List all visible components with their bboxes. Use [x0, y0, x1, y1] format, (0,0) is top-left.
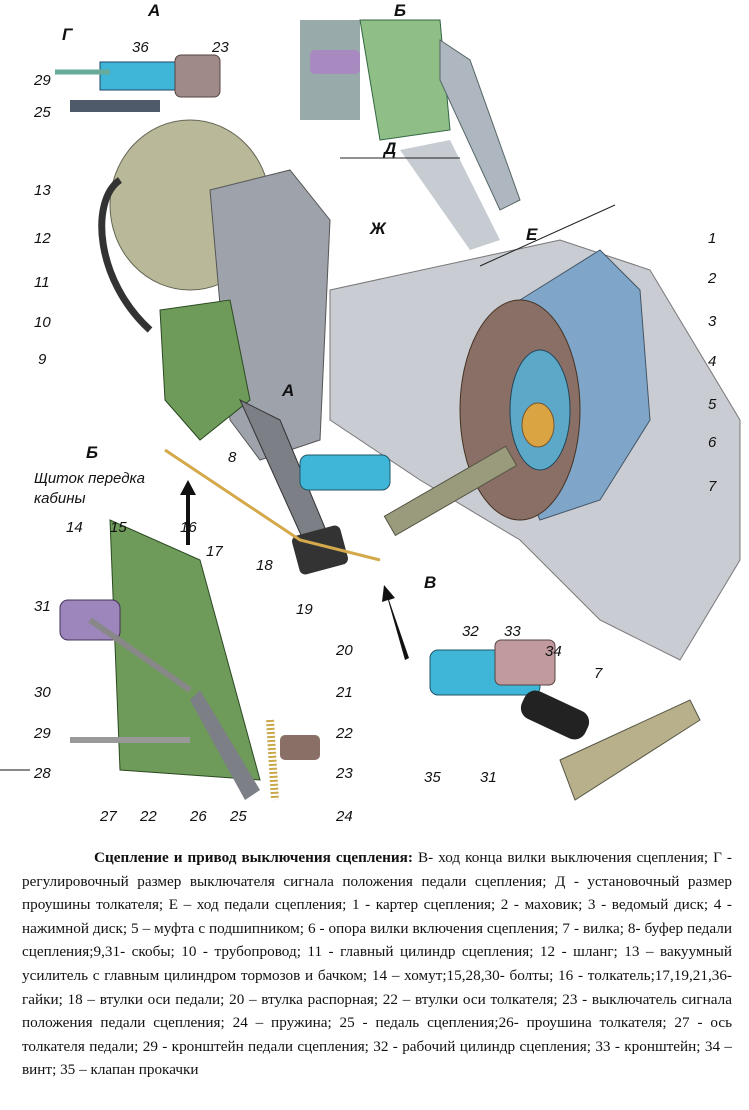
- label-1: 1: [708, 230, 716, 247]
- arrow-b: [180, 480, 196, 545]
- label-12: 12: [34, 230, 51, 247]
- label-2: 2: [707, 270, 717, 287]
- caption-body: В- ход конца вилки выключения сцепления;…: [22, 849, 732, 1079]
- label-25b: 25: [229, 808, 247, 825]
- label-23: 23: [211, 39, 229, 56]
- label-18: 18: [256, 557, 273, 574]
- label-24: 24: [335, 808, 353, 825]
- label-v: В: [424, 573, 436, 592]
- caption-title: Сцепление и привод выключения сцепления:: [94, 849, 413, 866]
- label-23b: 23: [335, 765, 353, 782]
- label-b-arrow: Б: [86, 443, 98, 462]
- label-11: 11: [34, 274, 50, 291]
- label-a-arrow: А: [281, 381, 294, 400]
- label-34: 34: [545, 643, 562, 660]
- inset-b: [300, 19, 616, 267]
- label-e: Е: [526, 225, 538, 244]
- inset-a: [55, 54, 221, 112]
- slave-cylinder: [299, 454, 391, 491]
- label-panel-1: Щиток передка: [34, 470, 145, 487]
- label-31b: 31: [480, 769, 497, 786]
- label-29: 29: [33, 72, 51, 89]
- label-26: 26: [189, 808, 207, 825]
- hose: [98, 177, 153, 333]
- label-22: 22: [335, 725, 353, 742]
- label-8: 8: [228, 449, 237, 466]
- label-31: 31: [34, 598, 51, 615]
- label-14: 14: [66, 519, 83, 536]
- view-label-a: А: [147, 1, 160, 20]
- label-15: 15: [110, 519, 127, 536]
- label-30: 30: [34, 684, 51, 701]
- view-label-b: Б: [394, 1, 406, 20]
- arrow-v: [382, 585, 409, 660]
- label-d: Д: [382, 139, 396, 158]
- release-bearing: [521, 402, 555, 448]
- label-3: 3: [708, 313, 717, 330]
- label-10: 10: [34, 314, 51, 331]
- label-25: 25: [33, 104, 51, 121]
- label-zh: Ж: [369, 219, 387, 238]
- label-35: 35: [424, 769, 441, 786]
- label-32: 32: [462, 623, 479, 640]
- label-20: 20: [335, 642, 353, 659]
- label-7: 7: [708, 478, 717, 495]
- green-bracket: [159, 299, 251, 441]
- label-21: 21: [335, 684, 353, 701]
- figure-caption: Сцепление и привод выключения сцепления:…: [22, 846, 732, 1082]
- label-6: 6: [708, 434, 717, 451]
- label-19: 19: [296, 601, 313, 618]
- label-22b: 22: [139, 808, 157, 825]
- pipe: [164, 448, 381, 562]
- pedal-pad: [292, 525, 348, 575]
- label-panel-2: кабины: [34, 490, 86, 507]
- label-7b: 7: [594, 665, 603, 682]
- release-fork: [383, 445, 518, 537]
- label-29b: 29: [33, 725, 51, 742]
- label-9: 9: [38, 351, 47, 368]
- pedal-assembly-detail: [59, 519, 320, 801]
- label-5: 5: [708, 396, 717, 413]
- label-17: 17: [206, 543, 223, 560]
- label-27: 27: [99, 808, 117, 825]
- label-16: 16: [180, 519, 197, 536]
- label-36: 36: [132, 39, 149, 56]
- label-13: 13: [34, 182, 51, 199]
- label-4: 4: [708, 353, 716, 370]
- label-28: 28: [33, 765, 51, 782]
- label-g: Г: [62, 25, 74, 44]
- label-33: 33: [504, 623, 521, 640]
- clutch-diagram: А Б Г 36 23 29 25 Д 13 12 Ж Е 1 2 3 4 5 …: [0, 1, 741, 825]
- slave-cylinder-detail: [429, 639, 701, 801]
